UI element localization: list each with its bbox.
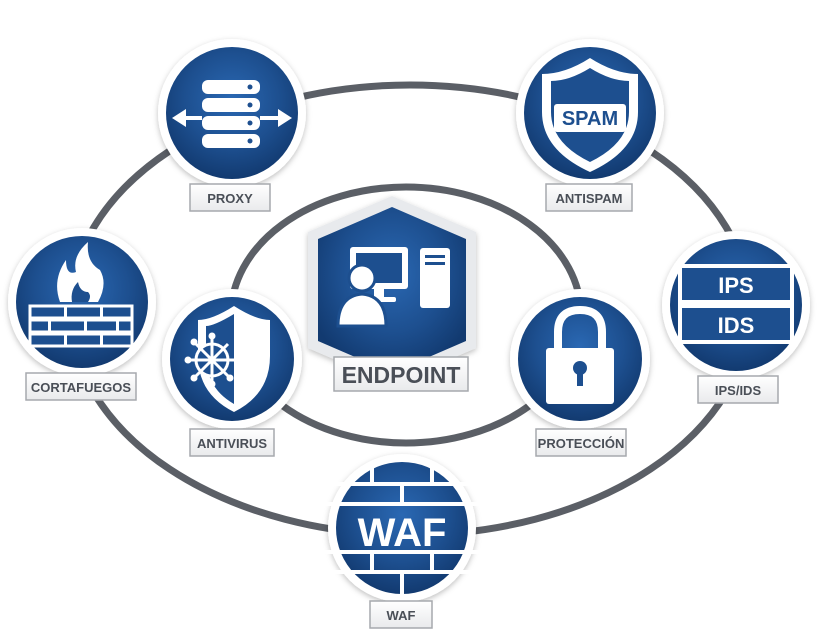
antispam-label: ANTISPAM <box>556 191 623 206</box>
ips-ids-icon: IPS IDS <box>678 264 794 344</box>
antivirus-shield-icon <box>184 306 270 412</box>
ipsids-label: IPS/IDS <box>715 383 762 398</box>
proteccion-label: PROTECCIÓN <box>538 436 625 451</box>
cortafuegos-node[interactable]: CORTAFUEGOS <box>8 228 156 401</box>
endpoint-node[interactable]: ENDPOINT <box>308 196 476 392</box>
waf-wall-icon: WAF <box>320 468 488 594</box>
proxy-label: PROXY <box>207 191 253 206</box>
cortafuegos-label: CORTAFUEGOS <box>31 380 131 395</box>
spam-shield-icon: SPAM <box>542 58 638 172</box>
ips-icon-text: IPS <box>718 273 753 298</box>
spam-icon-text: SPAM <box>562 108 618 130</box>
firewall-icon <box>28 242 134 348</box>
proxy-node[interactable]: PROXY <box>158 39 306 212</box>
server-rack-icon <box>172 80 292 148</box>
endpoint-label: ENDPOINT <box>342 362 461 388</box>
waf-label: WAF <box>387 608 416 623</box>
waf-icon-text: WAF <box>358 511 447 555</box>
ids-icon-text: IDS <box>718 313 755 338</box>
waf-node[interactable]: WAF WAF <box>320 454 488 629</box>
antivirus-label: ANTIVIRUS <box>197 436 267 451</box>
antispam-node[interactable]: SPAM ANTISPAM <box>516 39 664 212</box>
ipsids-node[interactable]: IPS IDS IPS/IDS <box>662 231 810 404</box>
antivirus-node[interactable]: ANTIVIRUS <box>162 289 302 457</box>
padlock-icon <box>546 305 614 404</box>
proteccion-node[interactable]: PROTECCIÓN <box>510 289 650 457</box>
computer-user-icon <box>336 247 450 328</box>
